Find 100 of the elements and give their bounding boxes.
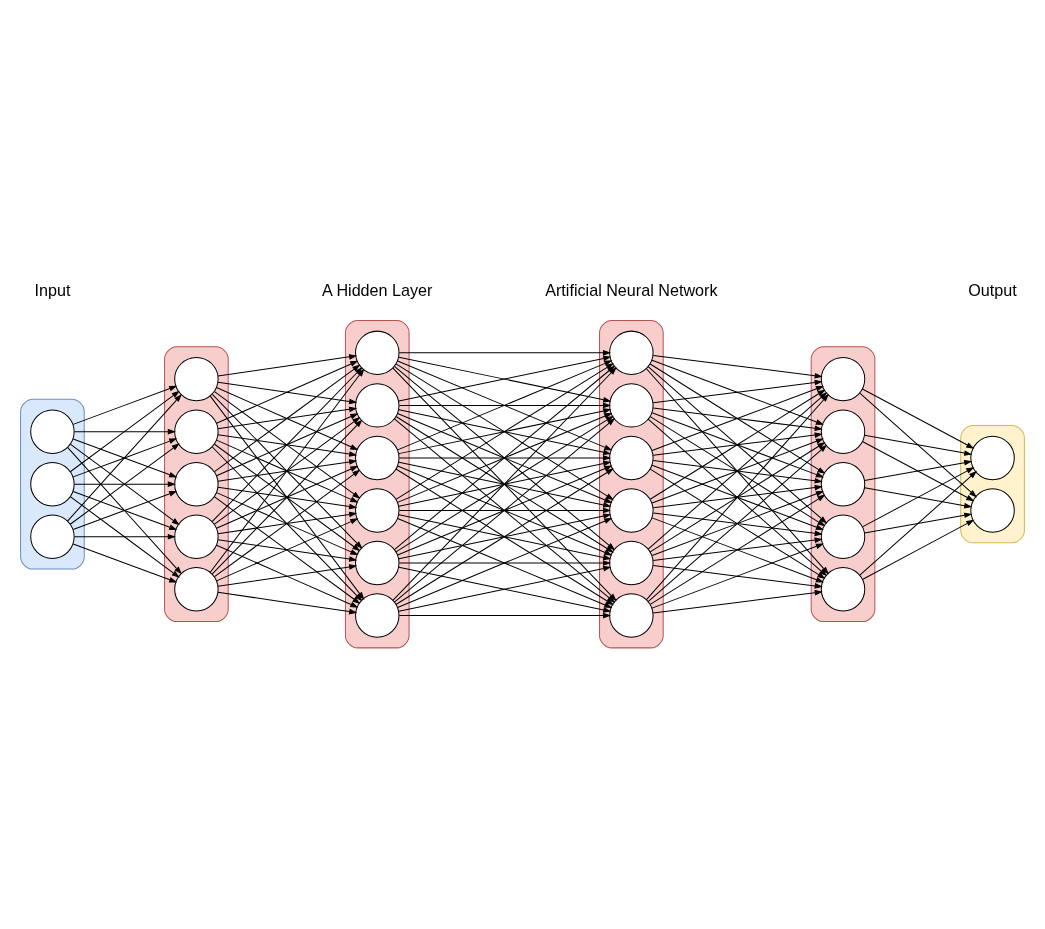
arrow bbox=[211, 393, 363, 549]
arrow bbox=[649, 363, 826, 474]
arrow bbox=[861, 466, 975, 527]
arrow bbox=[397, 412, 613, 503]
arrow bbox=[649, 441, 826, 552]
arrow bbox=[217, 563, 358, 587]
arrow bbox=[398, 349, 612, 356]
arrow bbox=[67, 446, 182, 574]
arrow bbox=[209, 368, 365, 573]
arrow bbox=[397, 517, 613, 608]
arrow bbox=[209, 395, 365, 600]
arrow bbox=[69, 495, 180, 578]
arrow bbox=[216, 491, 359, 555]
cluster bbox=[344, 319, 410, 648]
arrow bbox=[647, 391, 828, 550]
node-circle bbox=[355, 487, 400, 533]
arrow bbox=[217, 591, 358, 614]
arrow bbox=[73, 428, 176, 434]
arrow bbox=[649, 494, 826, 605]
cluster bbox=[20, 398, 85, 570]
arrow bbox=[393, 365, 616, 550]
arrow bbox=[216, 439, 359, 503]
arrow bbox=[652, 512, 823, 536]
label: Artificial Neural Network bbox=[545, 280, 718, 299]
arrow bbox=[647, 418, 828, 576]
arrow bbox=[651, 543, 824, 609]
arrow bbox=[861, 387, 975, 449]
arrow bbox=[652, 379, 823, 403]
arrow bbox=[861, 440, 975, 501]
arrow bbox=[214, 416, 361, 525]
arrow bbox=[67, 393, 182, 522]
arrow bbox=[217, 433, 358, 457]
arrow bbox=[651, 385, 824, 451]
node-circle bbox=[30, 514, 75, 559]
arrow bbox=[652, 484, 823, 508]
label: A Hidden Layer bbox=[322, 280, 433, 299]
arrow bbox=[214, 390, 361, 499]
arrow bbox=[217, 538, 358, 562]
arrow bbox=[651, 359, 824, 425]
arrow bbox=[398, 454, 612, 461]
node-circle bbox=[30, 461, 75, 506]
arrow bbox=[398, 559, 612, 566]
arrow bbox=[216, 465, 359, 529]
node-circle bbox=[609, 435, 654, 480]
arrow bbox=[214, 495, 361, 604]
arrow bbox=[649, 388, 826, 500]
arrow bbox=[652, 459, 823, 484]
node-circle bbox=[609, 487, 654, 533]
arrow bbox=[651, 464, 824, 530]
node-circle bbox=[174, 461, 219, 506]
arrow bbox=[395, 362, 614, 500]
label: Input bbox=[34, 280, 71, 299]
arrow bbox=[211, 366, 363, 522]
arrow bbox=[216, 412, 359, 476]
arrow bbox=[398, 612, 612, 618]
arrow bbox=[864, 459, 973, 481]
arrow bbox=[647, 444, 828, 602]
arrow bbox=[214, 364, 361, 472]
arrow bbox=[397, 359, 613, 450]
arrow bbox=[398, 507, 612, 513]
arrow bbox=[73, 533, 176, 540]
arrow bbox=[859, 392, 978, 498]
arrow bbox=[652, 564, 823, 589]
arrow bbox=[651, 411, 824, 477]
arrow bbox=[645, 367, 829, 575]
node-circle bbox=[30, 408, 75, 454]
arrow bbox=[214, 469, 361, 577]
arrow bbox=[217, 511, 358, 534]
arrow bbox=[214, 443, 361, 551]
arrow bbox=[216, 544, 359, 608]
arrow bbox=[651, 516, 824, 582]
arrow bbox=[645, 393, 829, 600]
node-circle bbox=[355, 435, 400, 480]
arrow bbox=[652, 431, 823, 456]
node-circle bbox=[174, 408, 219, 454]
cluster bbox=[810, 345, 876, 622]
arrow bbox=[73, 480, 176, 487]
arrow bbox=[859, 470, 978, 576]
arrow bbox=[72, 490, 178, 530]
arrow bbox=[647, 365, 828, 524]
arrow bbox=[72, 437, 178, 477]
arrow bbox=[652, 589, 823, 613]
arrow bbox=[652, 536, 823, 561]
arrow bbox=[217, 406, 358, 429]
arrow bbox=[652, 407, 823, 431]
arrow bbox=[72, 385, 178, 425]
arrow bbox=[864, 486, 973, 508]
arrow bbox=[211, 418, 363, 574]
arrow bbox=[216, 386, 359, 450]
label: Output bbox=[968, 280, 1017, 299]
arrow bbox=[652, 354, 823, 378]
arrow bbox=[217, 381, 358, 404]
arrow bbox=[651, 490, 824, 556]
arrow bbox=[217, 353, 358, 377]
arrow bbox=[864, 434, 973, 456]
node-circle bbox=[174, 514, 219, 559]
arrow bbox=[861, 519, 975, 580]
arrow bbox=[649, 468, 826, 579]
arrow bbox=[217, 458, 358, 482]
arrow bbox=[216, 517, 359, 581]
